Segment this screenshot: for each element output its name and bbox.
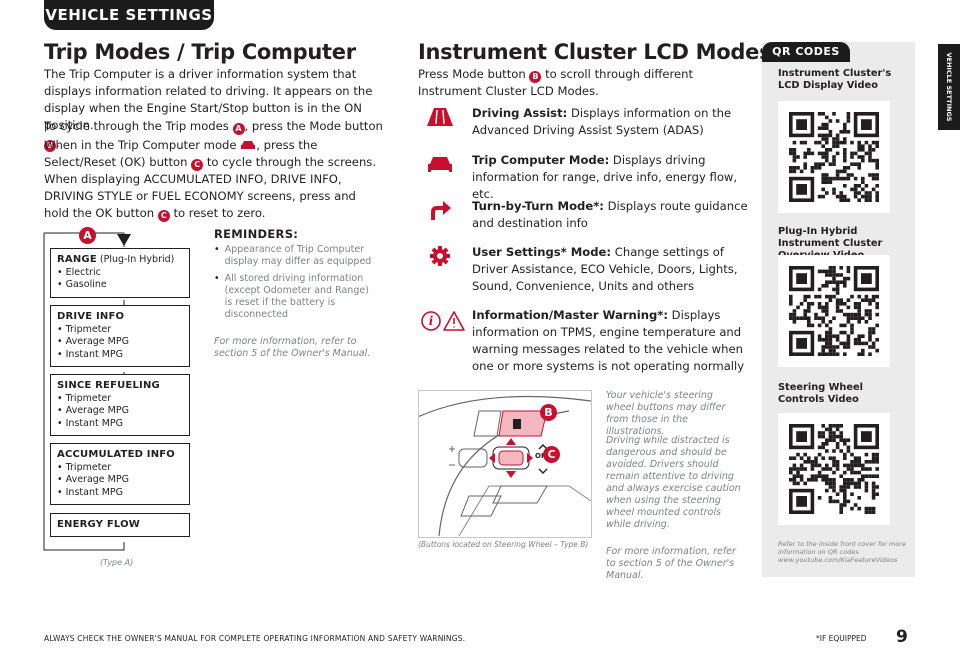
mode-master-warning: i Information/Master Warning*: Displays … (421, 307, 755, 375)
qr-code-phev-cluster[interactable] (778, 255, 890, 367)
since-refueling-item: • Average MPG (57, 405, 129, 416)
drive-info-item: • Tripmeter (57, 323, 112, 335)
reminders-title: REMINDERS: (214, 227, 299, 241)
mode-name: Driving Assist: (472, 106, 568, 120)
flow-box-energy-flow: ENERGY FLOW (50, 513, 190, 537)
trip-title: Trip Modes / Trip Computer (44, 40, 356, 64)
cluster-intro: Press Mode button B to scroll through di… (418, 66, 748, 100)
mode-desc: Displays information on TPMS, engine tem… (472, 308, 745, 373)
badge-a: A (232, 123, 245, 135)
drive-info-item: • Average MPG (57, 336, 129, 347)
cycle-text-b: , press the Mode button (244, 119, 383, 133)
accumulated-info-item: • Instant MPG (57, 486, 123, 498)
qr-code-graphic (789, 112, 879, 202)
ok-label: OK (535, 452, 547, 460)
cycle-text-a: To cycle through the Trip modes (44, 119, 233, 133)
cluster-title: Instrument Cluster LCD Modes (418, 40, 772, 64)
car-icon (241, 141, 256, 149)
since-refueling-item: • Instant MPG (57, 417, 123, 429)
reminder-text: Appearance of Trip Computer display may … (224, 244, 372, 267)
reminders-note: For more information, refer to section 5… (214, 336, 371, 359)
badge-c-2: C (157, 210, 170, 222)
qr-note: Refer to the inside front cover for more… (778, 540, 906, 564)
steering-caption: (Buttons located on Steering Wheel – Typ… (418, 540, 589, 549)
mode-desc: Displays route guidance and destination … (472, 199, 748, 230)
badge-b: B (529, 71, 542, 83)
mode-name: Trip Computer Mode: (472, 153, 610, 167)
gear-icon (430, 246, 450, 266)
qr-code-graphic (789, 424, 879, 514)
when-text-a: When in the Trip Computer mode (44, 138, 241, 152)
warning-icon: i (421, 311, 465, 331)
page-number: 9 (896, 627, 908, 647)
flow-box-since-refueling: SINCE REFUELING • Tripmeter • Average MP… (50, 374, 190, 436)
accumulated-info-item: • Tripmeter (57, 461, 112, 473)
mode-user-settings: User Settings* Mode: Change settings of … (425, 244, 755, 296)
range-item-gasoline: • Gasoline (57, 279, 107, 290)
cluster-intro-b: to scroll through different Instrument C… (418, 67, 694, 98)
side-section-tab: VEHICLE SETTINGS (938, 44, 960, 130)
turn-arrow-icon (431, 201, 451, 220)
reminder-item: •All stored driving information (except … (214, 273, 374, 321)
trip-cycle-text: To cycle through the Trip modes A, press… (44, 118, 389, 152)
svg-text:i: i (429, 314, 434, 328)
range-item-electric: • Electric (57, 266, 101, 278)
since-refueling-title: SINCE REFUELING (57, 380, 160, 391)
badge-b: B (44, 140, 56, 152)
flow-arrow-down-icon (117, 234, 131, 246)
flow-caption: (Type A) (100, 558, 134, 567)
reminder-text: All stored driving information (except O… (224, 273, 369, 320)
cluster-intro-a: Press Mode button (418, 67, 530, 81)
reminder-item: •Appearance of Trip Computer display may… (214, 244, 374, 268)
since-refueling-item: • Tripmeter (57, 392, 112, 404)
flow-box-drive-info: DRIVE INFO • Tripmeter • Average MPG • I… (50, 305, 190, 367)
car-icon (428, 157, 452, 172)
qr-title: Steering Wheel Controls Video (778, 382, 864, 405)
mode-desc: Displays information on the Advanced Dri… (472, 106, 732, 137)
mode-desc: Displays driving information for range, … (472, 153, 738, 201)
badge-c: C (191, 159, 204, 171)
qr-title: Instrument Cluster's LCD Display Video (778, 68, 892, 91)
flow-badge-a: A (79, 227, 96, 244)
when-text-b: , press the Select/Reset (OK) button (44, 138, 318, 169)
reminders-list: •Appearance of Trip Computer display may… (214, 244, 374, 321)
steering-note-manual: For more information, refer to section 5… (606, 546, 736, 581)
section-tab: VEHICLE SETTINGS (44, 0, 214, 30)
accumulated-info-title: ACCUMULATED INFO (57, 449, 175, 460)
qr-badge: QR CODES (762, 42, 850, 62)
mode-name: Information/Master Warning*: (472, 308, 668, 322)
if-equipped-note: *IF EQUIPPED (816, 634, 867, 643)
trip-when-text: When in the Trip Computer mode , press t… (44, 137, 384, 222)
mode-turn-by-turn: Turn-by-Turn Mode*: Displays route guida… (425, 198, 755, 234)
flow-box-range: RANGE (Plug-In Hybrid) • Electric • Gaso… (50, 248, 190, 298)
steering-badge-c: C (543, 446, 560, 463)
mode-driving-assist: Driving Assist: Displays information on … (425, 105, 755, 141)
side-section-label: VEHICLE SETTINGS (945, 52, 953, 122)
steering-badge-b: B (540, 404, 557, 421)
when-text-d: to reset to zero. (169, 206, 266, 220)
cycle-text-c: . (56, 136, 60, 150)
when-text-c: to cycle through the screens. When displ… (44, 155, 377, 220)
drive-info-title: DRIVE INFO (57, 311, 125, 322)
mode-name: User Settings* Mode: (472, 245, 612, 259)
qr-code-cluster-lcd[interactable] (778, 101, 890, 213)
steering-note-distracted: Driving while distracted is dangerous an… (606, 435, 741, 530)
steering-buttons-graphic (419, 395, 591, 537)
qr-code-steering-controls[interactable] (778, 413, 890, 525)
qr-code-graphic (789, 266, 879, 356)
mode-desc: Change settings of Driver Assistance, EC… (472, 245, 738, 293)
accumulated-info-item: • Average MPG (57, 474, 129, 485)
drive-info-item: • Instant MPG (57, 348, 123, 360)
trip-intro: The Trip Computer is a driver informatio… (44, 67, 373, 132)
mode-name: Turn-by-Turn Mode*: (472, 199, 604, 213)
range-title: RANGE (57, 254, 97, 265)
flow-box-accumulated-info: ACCUMULATED INFO • Tripmeter • Average M… (50, 443, 190, 505)
range-suffix: (Plug-In Hybrid) (96, 254, 175, 265)
footer-disclaimer: ALWAYS CHECK THE OWNER'S MANUAL FOR COMP… (44, 634, 466, 643)
mode-trip-computer: Trip Computer Mode: Displays driving inf… (425, 152, 755, 201)
steering-wheel-illustration: OK B C (418, 390, 592, 538)
steering-note-differ: Your vehicle's steering wheel buttons ma… (606, 390, 726, 437)
energy-flow-title: ENERGY FLOW (57, 519, 141, 530)
road-lanes-icon (427, 108, 453, 126)
